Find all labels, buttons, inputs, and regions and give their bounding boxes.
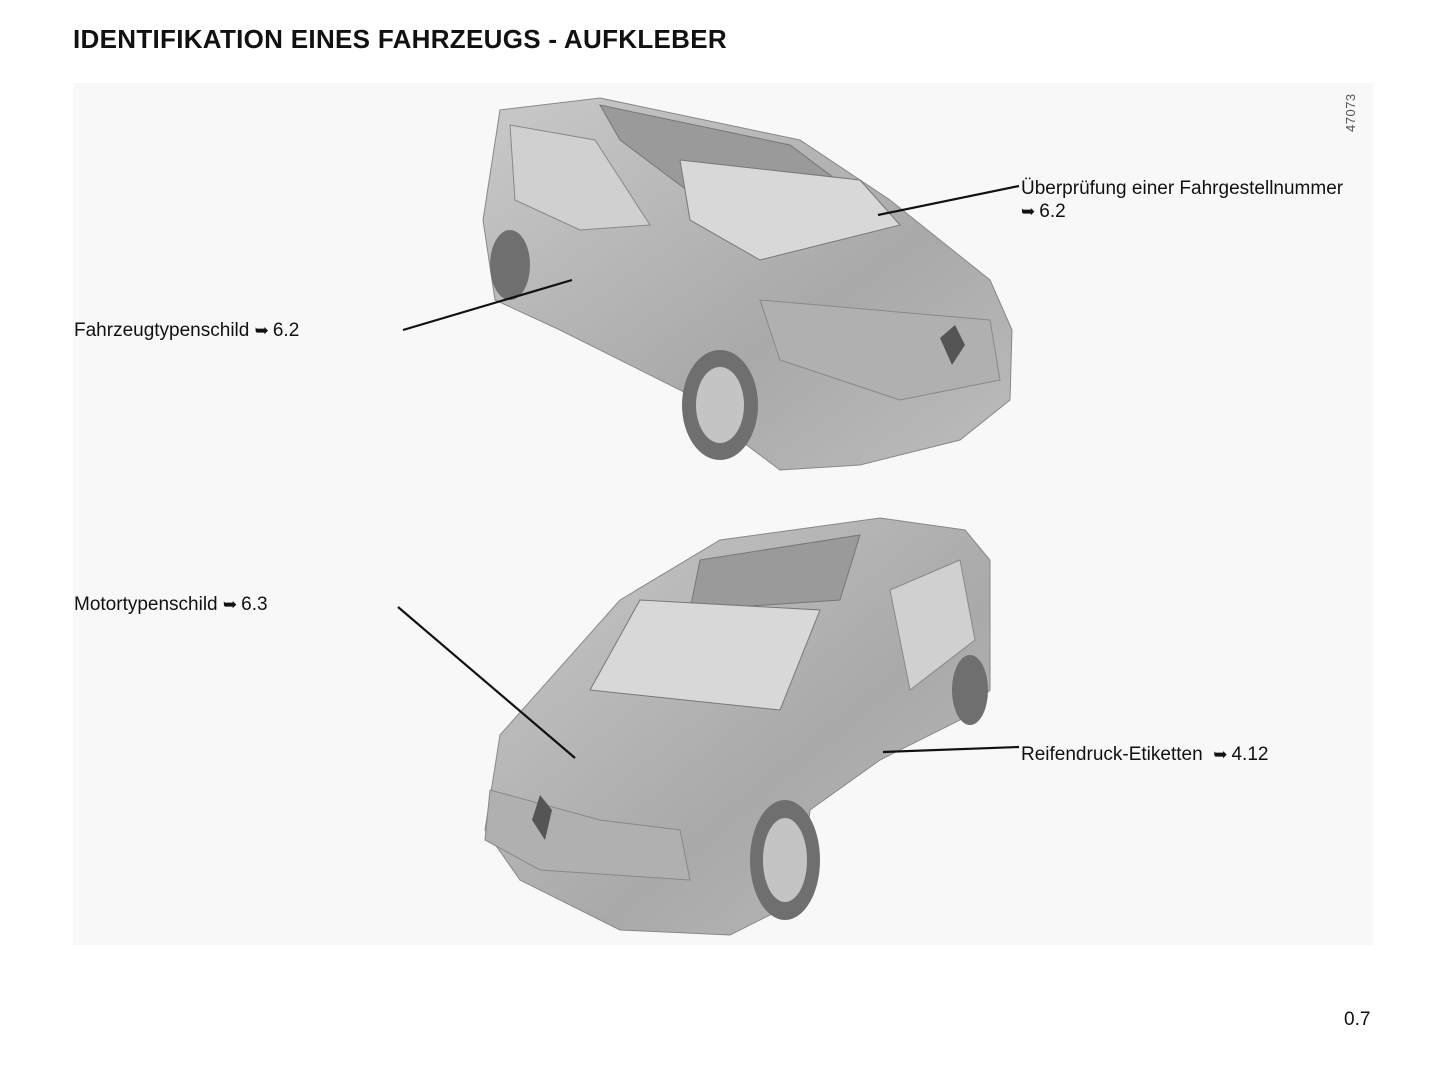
arrow-icon: ➥ [1213, 745, 1228, 764]
section-reference: 6.3 [241, 594, 268, 615]
leader-line-type-plate [402, 278, 573, 332]
arrow-icon: ➥ [1021, 202, 1036, 221]
page-number: 0.7 [1344, 1009, 1371, 1030]
label-text: Reifendruck-Etiketten [1021, 744, 1203, 765]
label-text: Fahrzeugtypenschild [74, 320, 250, 341]
figure-code: 47073 [1343, 93, 1358, 132]
arrow-icon: ➥ [222, 595, 238, 614]
section-reference: 6.2 [1039, 201, 1066, 222]
leader-line-vin [877, 184, 1020, 217]
leader-line-tyre-label [882, 745, 1020, 754]
label-vin-check: Überprüfung einer Fahrgestellnummer ➥6.2 [1021, 177, 1343, 223]
arrow-icon: ➥ [254, 321, 269, 340]
label-engine-type-plate: Motortypenschild ➥6.3 [74, 593, 268, 616]
page-title: IDENTIFIKATION EINES FAHRZEUGS - AUFKLEB… [73, 24, 727, 54]
label-text: Überprüfung einer Fahrgestellnummer [1021, 178, 1344, 199]
label-vehicle-type-plate: Fahrzeugtypenschild ➥6.2 [74, 319, 299, 342]
car-top-illustration [482, 97, 1013, 471]
leader-line-engine-plate [397, 606, 576, 759]
label-tyre-pressure: Reifendruck-Etiketten ➥4.12 [1021, 743, 1268, 766]
section-reference: 4.12 [1231, 744, 1269, 765]
car-bottom-illustration [484, 517, 991, 936]
label-text: Motortypenschild [74, 594, 218, 615]
section-reference: 6.2 [272, 320, 300, 341]
